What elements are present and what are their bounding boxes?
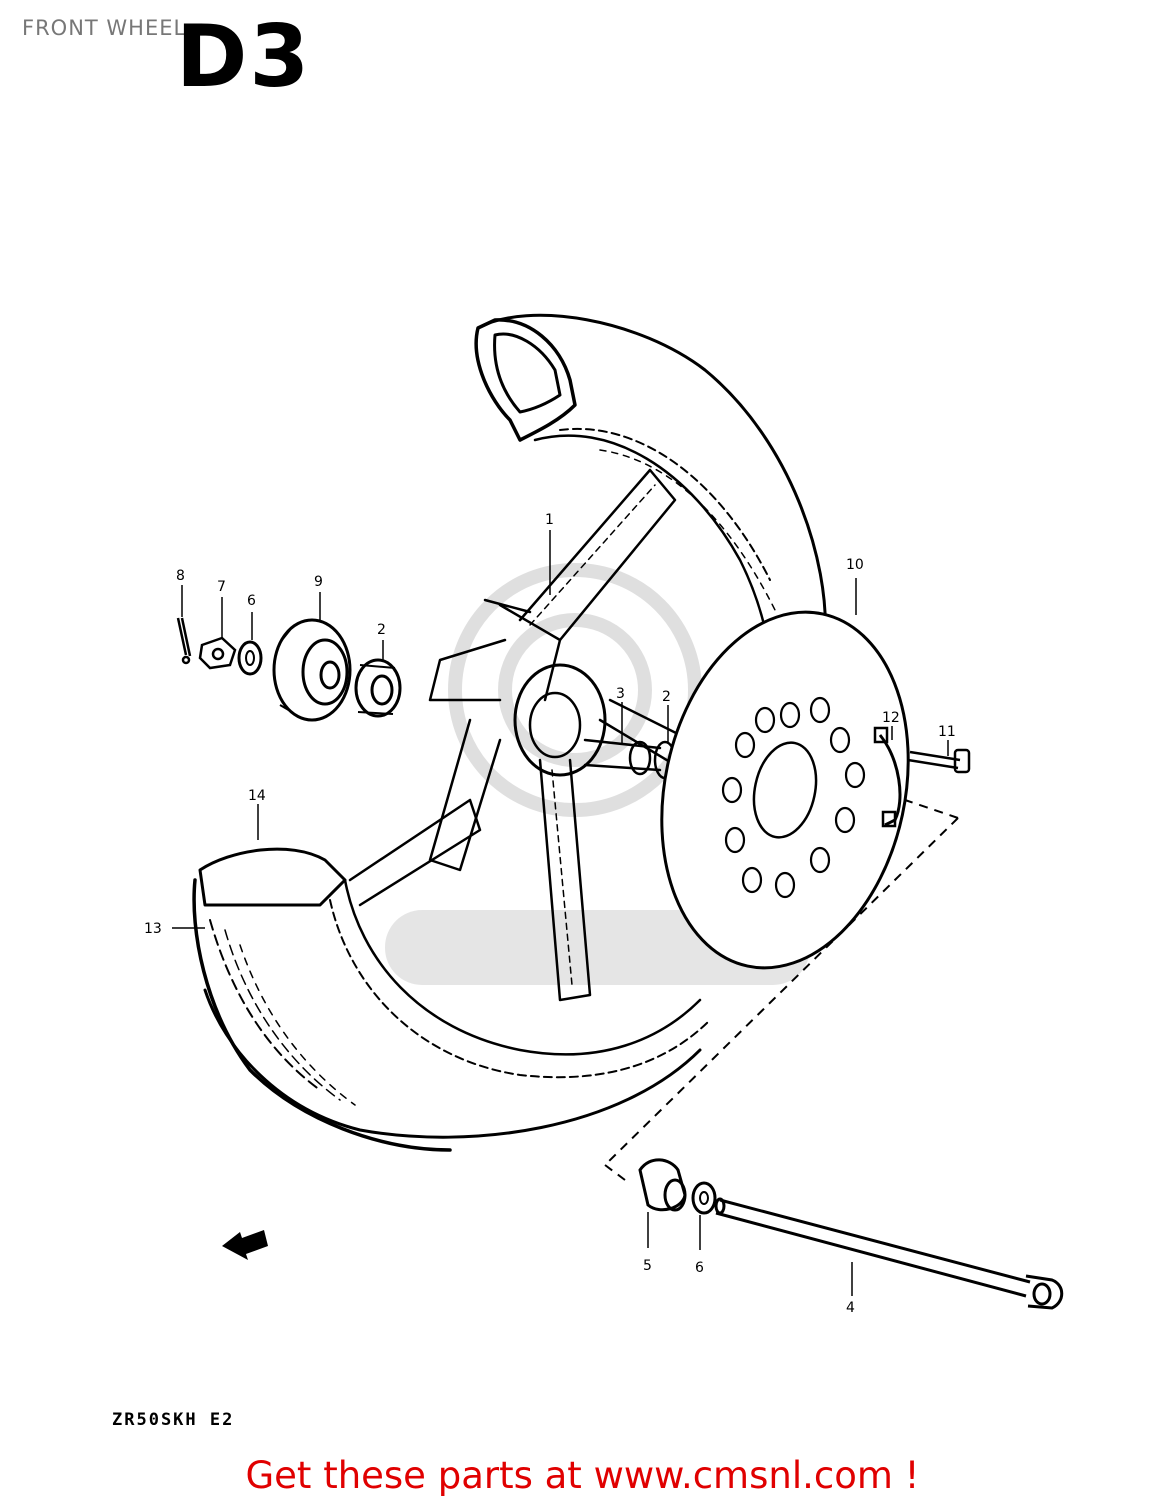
- axle-nut: [198, 636, 237, 670]
- svg-text:6: 6: [247, 593, 256, 609]
- callout-10: 10: [846, 557, 864, 615]
- svg-text:7: 7: [217, 579, 226, 595]
- washer-lower: [691, 1181, 717, 1215]
- svg-text:2: 2: [377, 622, 386, 638]
- callout-5: 5: [643, 1212, 652, 1274]
- rim-outer: [476, 313, 827, 642]
- disc-bolt: [907, 748, 971, 774]
- svg-text:3: 3: [616, 686, 625, 702]
- svg-text:8: 8: [176, 568, 185, 584]
- spoke: [428, 718, 502, 872]
- svg-text:10: 10: [846, 557, 864, 573]
- axle-collar: [638, 1158, 687, 1212]
- callout-6-lower: 6: [695, 1215, 704, 1276]
- spoke: [518, 468, 677, 642]
- svg-text:14: 14: [248, 788, 266, 804]
- callout-11: 11: [938, 724, 956, 756]
- svg-text:13: 13: [144, 921, 162, 937]
- spoke: [428, 638, 507, 702]
- bearing-left: [354, 658, 402, 718]
- callout-14: 14: [248, 788, 266, 840]
- svg-text:6: 6: [695, 1260, 704, 1276]
- guide-lines: [604, 799, 959, 1181]
- washer: [237, 640, 263, 676]
- direction-arrow: [222, 1230, 268, 1260]
- callout-3: 3: [616, 686, 625, 745]
- wheel-assembly: [192, 313, 827, 1152]
- callouts: 1 2 3 2 4 5 6: [144, 512, 956, 1316]
- section-code: D3: [176, 7, 312, 107]
- svg-text:5: 5: [643, 1258, 652, 1274]
- tyre-section-bottom: [192, 878, 452, 1152]
- callout-7: 7: [217, 579, 226, 638]
- cotter-pin: [176, 617, 192, 665]
- callout-13: 13: [144, 921, 205, 937]
- callout-12: 12: [882, 710, 900, 740]
- svg-text:1: 1: [545, 512, 554, 528]
- spoke: [348, 798, 482, 907]
- callout-4: 4: [846, 1262, 855, 1316]
- rim-outer-lower: [203, 988, 702, 1139]
- spoke: [538, 758, 592, 1002]
- svg-text:9: 9: [314, 574, 323, 590]
- brake-disc: [660, 610, 910, 970]
- wheel-spacer: [272, 618, 352, 722]
- model-code: ZR50SKH E2: [112, 1410, 235, 1430]
- callout-2a: 2: [377, 622, 386, 662]
- svg-text:11: 11: [938, 724, 956, 740]
- hub: [513, 663, 607, 777]
- callout-9: 9: [314, 574, 323, 622]
- svg-text:4: 4: [846, 1300, 855, 1316]
- callout-1: 1: [545, 512, 554, 595]
- page-title: FRONT WHEEL: [22, 16, 187, 40]
- callout-2b: 2: [662, 689, 671, 742]
- tyre-section-top: [474, 318, 577, 442]
- svg-text:12: 12: [882, 710, 900, 726]
- promo-link[interactable]: Get these parts at www.cmsnl.com !: [245, 1454, 920, 1497]
- front-axle: [714, 1197, 1064, 1310]
- callout-8: 8: [176, 568, 185, 617]
- callout-6-upper: 6: [247, 593, 256, 640]
- svg-text:2: 2: [662, 689, 671, 705]
